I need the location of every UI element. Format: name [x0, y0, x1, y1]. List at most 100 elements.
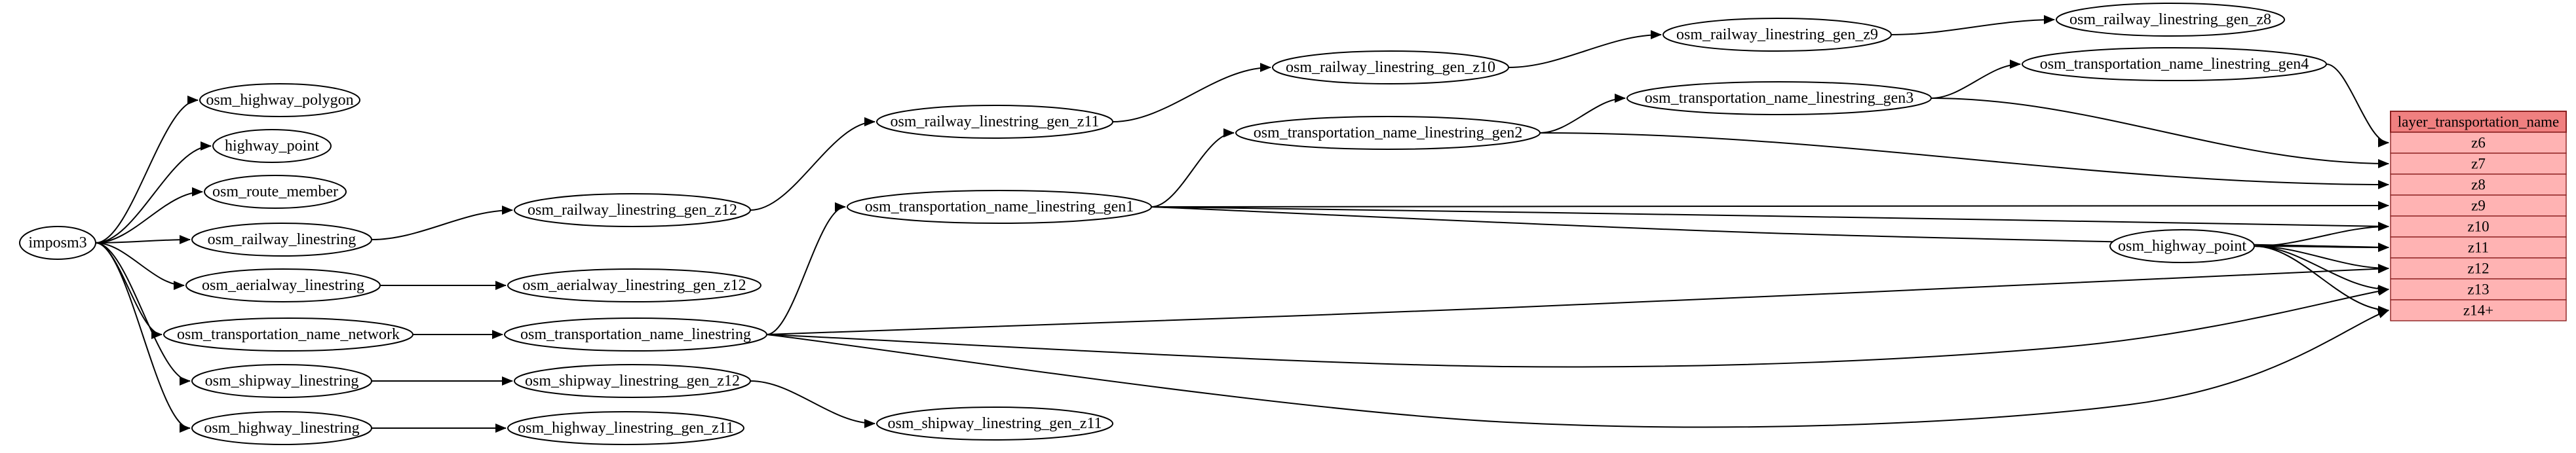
edge-osm_railway_linestring_gen_z12-to-osm_railway_linestring_gen_z11: [750, 117, 875, 211]
edge-osm_transportation_name_linestring_gen1-to-z10: [1151, 206, 2389, 231]
node-label: osm_transportation_name_linestring_gen4: [2040, 56, 2309, 73]
edges: [95, 15, 2389, 433]
node-osm_route_member: osm_route_member: [204, 175, 347, 209]
table-row-label: z12: [2467, 261, 2489, 277]
node-ellipse: [191, 411, 372, 445]
edge-osm_railway_linestring_gen_z11-to-osm_railway_linestring_gen_z10: [1112, 63, 1271, 122]
node-label: osm_railway_linestring_gen_z9: [1676, 26, 1878, 43]
node-ellipse: [191, 223, 372, 257]
table-row-z14+: [2390, 299, 2567, 321]
table-row-label: z13: [2467, 281, 2489, 298]
edge-osm_highway_point-to-z11: [2254, 242, 2389, 252]
node-highway_point: highway_point: [212, 129, 332, 163]
edge-osm_transportation_name_linestring_gen1-to-osm_transportation_name_linestring_gen2: [1151, 128, 1235, 208]
node-osm_transportation_name_linestring: osm_transportation_name_linestring: [504, 317, 767, 352]
node-ellipse: [507, 268, 761, 302]
node-ellipse: [185, 268, 381, 302]
edge-osm_railway_linestring_gen_z10-to-osm_railway_linestring_gen_z9: [1508, 30, 1662, 68]
edge-osm_highway_point-to-z12: [2254, 245, 2389, 273]
edge-osm_highway_point-to-z14+: [2254, 245, 2389, 315]
node-osm_transportation_name_linestring_gen1: osm_transportation_name_linestring_gen1: [847, 190, 1152, 224]
node-label: osm_route_member: [212, 183, 338, 200]
node-label: osm_railway_linestring_gen_z11: [890, 113, 1099, 130]
node-osm_transportation_name_linestring_gen2: osm_transportation_name_linestring_gen2: [1235, 116, 1541, 150]
table-row-z9: [2390, 194, 2567, 217]
edge-osm_transportation_name_linestring-to-z13: [766, 286, 2389, 368]
edge-osm_transportation_name_linestring-to-z14+: [766, 309, 2389, 428]
edge-osm_transportation_name_linestring-to-z12: [766, 264, 2389, 335]
node-label: osm_railway_linestring_gen_z10: [1286, 59, 1495, 76]
node-label: osm_aerialway_linestring_gen_z12: [522, 277, 746, 294]
edge-osm_transportation_name_linestring_gen4-to-z6: [2326, 63, 2389, 147]
node-label: osm_highway_linestring_gen_z11: [518, 420, 734, 437]
node-osm_shipway_linestring_gen_z12: osm_shipway_linestring_gen_z12: [514, 364, 751, 398]
node-ellipse: [514, 364, 751, 398]
node-label: osm_shipway_linestring_gen_z12: [525, 372, 740, 390]
node-label: osm_shipway_linestring_gen_z11: [887, 415, 1102, 432]
node-ellipse: [19, 226, 96, 260]
node-label: osm_railway_linestring_gen_z8: [2069, 11, 2271, 28]
node-label: osm_transportation_name_network: [177, 326, 400, 343]
table-row-label: z14+: [2463, 302, 2493, 319]
node-ellipse: [1663, 18, 1892, 52]
table-row-z12: [2390, 257, 2567, 280]
table-row-label: z8: [2471, 177, 2486, 193]
node-label: imposm3: [28, 234, 87, 251]
node-ellipse: [504, 317, 767, 352]
node-ellipse: [514, 193, 751, 227]
node-ellipse: [876, 407, 1113, 441]
edge-osm_transportation_name_linestring-to-osm_transportation_name_linestring_gen1: [766, 202, 846, 335]
node-ellipse: [1235, 116, 1541, 150]
node-label: osm_transportation_name_linestring_gen1: [865, 198, 1134, 215]
node-ellipse: [199, 83, 360, 117]
edge-osm_transportation_name_linestring_gen2-to-osm_transportation_name_linestring_gen3: [1539, 94, 1626, 134]
node-osm_shipway_linestring: osm_shipway_linestring: [191, 364, 372, 398]
node-osm_transportation_name_linestring_gen4: osm_transportation_name_linestring_gen4: [2022, 47, 2327, 81]
edge-osm_transportation_name_linestring_gen2-to-z8: [1539, 132, 2389, 189]
node-ellipse: [2022, 47, 2327, 81]
edge-imposm3-to-osm_route_member: [95, 187, 203, 244]
edge-osm_railway_linestring-to-osm_railway_linestring_gen_z12: [371, 206, 513, 240]
node-ellipse: [163, 317, 413, 352]
node-imposm3: imposm3: [19, 226, 96, 260]
node-ellipse: [191, 364, 372, 398]
table-row-z13: [2390, 278, 2567, 300]
edge-osm_highway_point-to-z13: [2254, 245, 2389, 294]
table-row-label: z11: [2468, 240, 2489, 256]
edge-osm_highway_point-to-z10: [2254, 222, 2389, 247]
node-osm_transportation_name_linestring_gen3: osm_transportation_name_linestring_gen3: [1626, 81, 1932, 115]
node-ellipse: [204, 175, 347, 209]
node-label: osm_transportation_name_linestring_gen2: [1254, 124, 1523, 141]
node-osm_railway_linestring_gen_z12: osm_railway_linestring_gen_z12: [514, 193, 751, 227]
table-row-label: z10: [2467, 219, 2489, 235]
node-label: osm_highway_linestring: [204, 420, 359, 437]
edge-osm_transportation_name_linestring_gen3-to-osm_transportation_name_linestring_gen4: [1931, 60, 2021, 99]
node-label: osm_railway_linestring_gen_z12: [528, 202, 737, 219]
node-osm_highway_polygon: osm_highway_polygon: [199, 83, 360, 117]
node-osm_railway_linestring_gen_z10: osm_railway_linestring_gen_z10: [1272, 50, 1509, 84]
node-label: osm_aerialway_linestring: [202, 277, 364, 294]
node-label: osm_railway_linestring: [208, 231, 356, 248]
edge-imposm3-to-osm_railway_linestring: [95, 235, 191, 245]
edge-imposm3-to-osm_aerialway_linestring: [95, 242, 185, 290]
node-osm_aerialway_linestring_gen_z12: osm_aerialway_linestring_gen_z12: [507, 268, 761, 302]
table-row-z6: [2390, 132, 2567, 154]
node-ellipse: [876, 105, 1113, 139]
node-label: osm_transportation_name_linestring: [520, 326, 751, 343]
nodes: imposm3osm_highway_polygonhighway_pointo…: [19, 3, 2327, 445]
node-ellipse: [2109, 229, 2255, 263]
node-osm_railway_linestring_gen_z9: osm_railway_linestring_gen_z9: [1663, 18, 1892, 52]
node-osm_highway_linestring_gen_z11: osm_highway_linestring_gen_z11: [507, 411, 744, 445]
node-osm_highway_linestring: osm_highway_linestring: [191, 411, 372, 445]
node-osm_highway_point: osm_highway_point: [2109, 229, 2255, 263]
node-label: highway_point: [225, 137, 319, 154]
node-label: osm_highway_point: [2118, 238, 2246, 255]
table-layer_transportation_name: layer_transportation_namez6z7z8z9z10z11z…: [2390, 111, 2567, 321]
table-header-label: layer_transportation_name: [2398, 114, 2560, 130]
node-ellipse: [847, 190, 1152, 224]
edge-imposm3-to-highway_point: [95, 141, 212, 244]
table-row-label: z7: [2471, 156, 2486, 172]
edge-osm_shipway_linestring_gen_z12-to-osm_shipway_linestring_gen_z11: [750, 380, 875, 428]
node-osm_shipway_linestring_gen_z11: osm_shipway_linestring_gen_z11: [876, 407, 1113, 441]
